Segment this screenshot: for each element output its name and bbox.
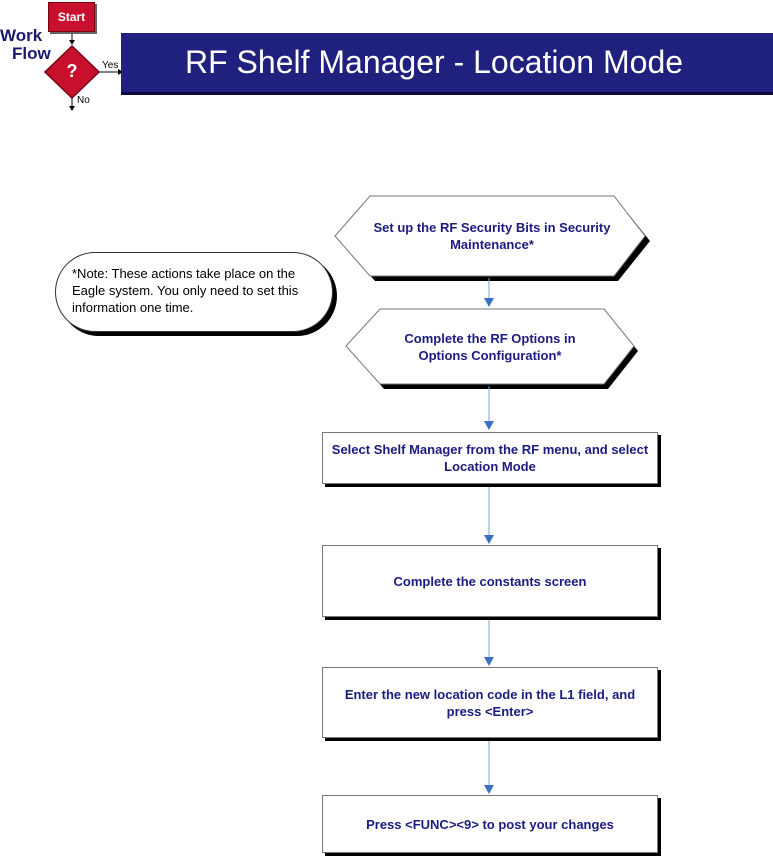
logo-start-box: Start <box>48 2 95 32</box>
connector-2-arrowhead <box>484 421 494 430</box>
logo-decision-mark: ? <box>66 61 78 81</box>
step-3-box: Select Shelf Manager from the RF menu, a… <box>322 432 658 484</box>
title-banner: RF Shelf Manager - Location Mode <box>121 33 773 95</box>
connector-4-arrowhead <box>484 657 494 666</box>
workflow-logo: Start Work Flow ? Yes No <box>0 0 125 115</box>
connector-3-arrowhead <box>484 535 494 544</box>
note-text: *Note: These actions take place on the E… <box>72 266 299 315</box>
step-1-label: Set up the RF Security Bits in Security … <box>373 220 611 252</box>
logo-yes-label: Yes <box>102 60 119 71</box>
step-1-hexagon <box>334 195 646 277</box>
logo-word-work: Work <box>0 26 43 45</box>
step-2-hexagon <box>345 308 635 385</box>
step-3-label: Select Shelf Manager from the RF menu, a… <box>331 442 649 474</box>
logo-word-flow: Flow <box>12 44 51 63</box>
step-5-box: Enter the new location code in the L1 fi… <box>322 667 658 738</box>
connector-1-arrowhead <box>484 298 494 307</box>
note-callout: *Note: These actions take place on the E… <box>55 252 333 332</box>
step-6-label: Press <FUNC><9> to post your changes <box>366 816 614 832</box>
step-5-label: Enter the new location code in the L1 fi… <box>344 686 636 719</box>
step-2-label: Complete the RF Options in Options Confi… <box>404 330 576 363</box>
connector-5-arrowhead <box>484 785 494 794</box>
page-title: RF Shelf Manager - Location Mode <box>185 44 684 80</box>
step-6-box: Press <FUNC><9> to post your changes <box>322 795 658 853</box>
logo-no-label: No <box>77 95 90 106</box>
step-4-box: Complete the constants screen <box>322 545 658 617</box>
workflow-logo-graphic <box>43 30 123 111</box>
step-4-label: Complete the constants screen <box>393 573 587 589</box>
